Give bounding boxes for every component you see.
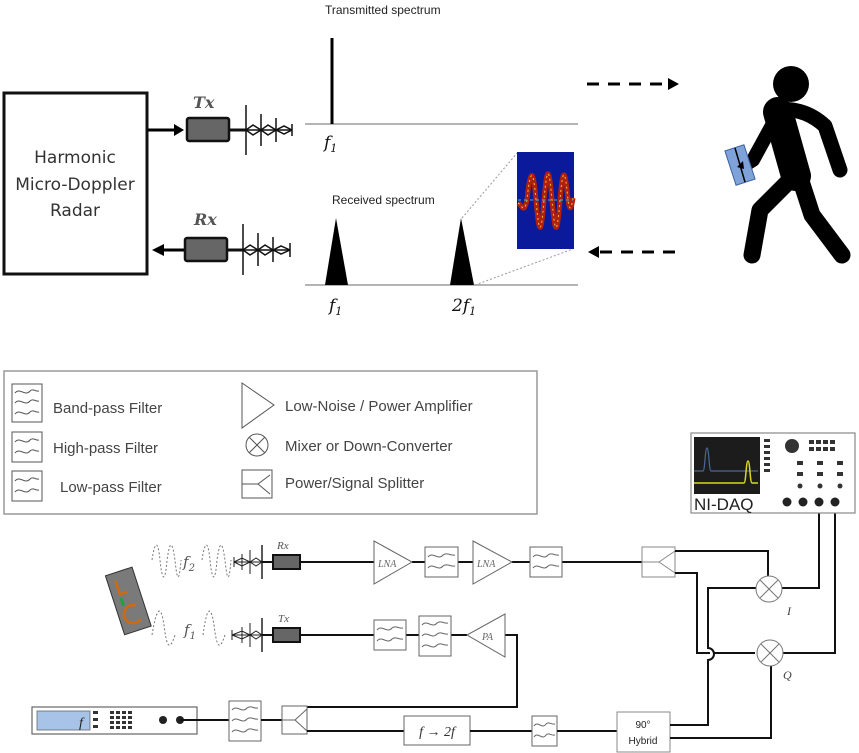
transmitted-spectrum-title: Transmitted spectrum <box>325 3 441 17</box>
splitter-icon <box>241 469 273 499</box>
frequency-doubler: f → 2f <box>403 715 471 746</box>
circuit-rx-block <box>272 554 301 570</box>
daq-label: NI-DAQ <box>694 495 754 514</box>
legend-label-band-pass: Band-pass Filter <box>53 400 162 417</box>
returning-wave-arrow <box>588 246 680 258</box>
tx-antenna-icon <box>229 105 293 155</box>
pa-icon <box>465 613 506 658</box>
legend-label-mixer: Mixer or Down-Converter <box>285 438 453 455</box>
rx-spectrum-peak-2f1 <box>450 218 474 285</box>
rx-splitter <box>641 546 676 578</box>
rx-antenna-icon <box>227 224 291 275</box>
circuit-rx-antenna-icon <box>233 545 263 579</box>
pa-label: PA <box>481 632 494 643</box>
hybrid-label-line2: Hybrid <box>629 736 658 747</box>
siggen-band-pass-filter <box>228 700 262 742</box>
tx-chain-wire <box>262 634 518 708</box>
radar-label-line1: Harmonic <box>34 148 116 168</box>
zoom-line-top <box>461 151 519 219</box>
harmonic-tag-device <box>104 566 152 636</box>
low-pass-filter-icon <box>11 470 43 502</box>
rx-freq2-label: 2f1 <box>451 296 476 318</box>
siggen-port-1 <box>159 716 167 724</box>
daq-port-1 <box>782 497 792 507</box>
tx-high-pass-filter <box>373 619 407 651</box>
lna-2-label: LNA <box>476 559 496 570</box>
rx-label: Rx <box>193 210 217 229</box>
mixer-i-label: I <box>786 604 792 618</box>
rx-low-pass-filter <box>529 546 563 578</box>
received-spectrum-title: Received spectrum <box>332 193 435 207</box>
radar-label-line2: Micro-Doppler <box>15 175 134 195</box>
lna-1-icon <box>373 540 414 585</box>
tx-label: Tx <box>193 93 215 112</box>
legend-label-amplifier: Low-Noise / Power Amplifier <box>285 398 473 415</box>
bottom-low-pass-filter <box>531 715 558 747</box>
ni-daq-device: NI-DAQ <box>690 432 856 514</box>
harmonic-tag-icon <box>724 144 756 186</box>
signal-generator: f <box>31 706 198 735</box>
daq-port-4 <box>830 497 840 507</box>
walking-person-icon <box>738 66 851 264</box>
circuit-rx-label: Rx <box>276 540 289 552</box>
legend-label-high-pass: High-pass Filter <box>53 440 158 457</box>
outgoing-wave-arrow <box>587 78 679 90</box>
rx-block <box>183 236 229 263</box>
hybrid-label-line1: 90° <box>635 720 650 731</box>
legend-box <box>3 370 538 515</box>
amplifier-icon <box>241 382 275 429</box>
mixer-icon <box>245 433 269 457</box>
radar-label-line3: Radar <box>50 201 100 221</box>
lna-2-icon <box>472 540 514 585</box>
tx-band-pass-filter <box>418 615 452 657</box>
mixer-q <box>756 639 784 667</box>
rx-arrow <box>152 244 185 256</box>
lna-1-label: LNA <box>377 559 397 570</box>
zoom-line-bottom <box>474 248 574 286</box>
legend-label-low-pass: Low-pass Filter <box>60 479 162 496</box>
circuit-tx-label: Tx <box>278 613 289 625</box>
siggen-label: f <box>79 716 85 731</box>
high-pass-filter-icon <box>11 431 43 463</box>
doubler-label: f → 2f <box>419 725 457 740</box>
f2-label: f2 <box>182 553 195 574</box>
tx-block <box>185 116 231 143</box>
iq-wiring <box>670 504 836 739</box>
circuit-tx-block <box>272 627 301 643</box>
circuit-tx-antenna-icon <box>231 618 263 652</box>
f1-label: f1 <box>183 621 196 642</box>
tx-freq-label: f1 <box>322 133 337 155</box>
mixer-i <box>755 575 783 603</box>
rx-high-pass-filter <box>424 546 459 578</box>
rx-spectrum-peak-f1 <box>325 218 348 285</box>
radar-box: Harmonic Micro-Doppler Radar <box>2 91 149 276</box>
rx-freq1-label: f1 <box>327 296 342 318</box>
legend-label-splitter: Power/Signal Splitter <box>285 475 424 492</box>
spectrogram-image <box>516 152 576 249</box>
bottom-splitter <box>281 705 308 735</box>
tx-arrow <box>148 124 184 136</box>
mixer-q-label: Q <box>783 668 792 682</box>
band-pass-filter-icon <box>11 383 43 423</box>
daq-port-2 <box>798 497 808 507</box>
hybrid-90-deg: 90° Hybrid <box>616 711 671 753</box>
f1-wave-icon <box>151 610 226 646</box>
daq-port-3 <box>814 497 824 507</box>
